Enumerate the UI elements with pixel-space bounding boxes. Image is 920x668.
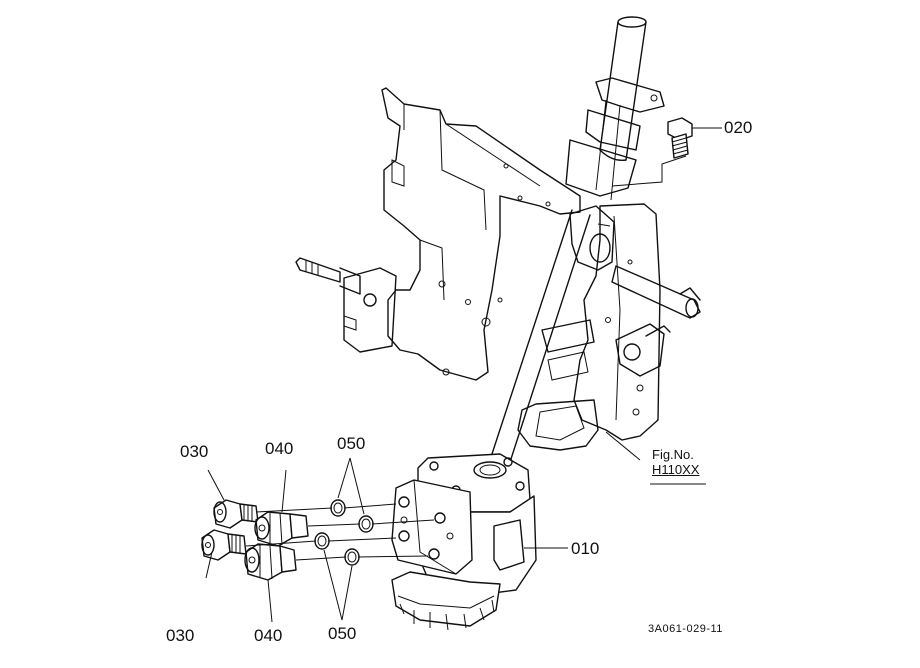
main-frame-plate: [381, 87, 581, 381]
pedal-rod: [611, 265, 701, 319]
callout-050-bottom: 050: [328, 624, 357, 643]
callout-leaders: [205, 127, 722, 623]
callout-040-bottom: 040: [254, 626, 283, 645]
fitting-030-top: [213, 499, 259, 529]
o-rings-050: [314, 499, 374, 566]
callout-010: 010: [571, 539, 600, 558]
lower-tie-bar: [517, 319, 599, 451]
callout-050-top: 050: [337, 434, 366, 453]
column-clamp: [569, 205, 615, 271]
figure-reference-label: Fig.No.: [652, 447, 694, 462]
figure-reference: Fig.No. H110XX: [652, 447, 700, 478]
callout-030-bottom: 030: [166, 626, 195, 645]
fitting-040-top: [254, 511, 309, 547]
bolt-020: [667, 117, 693, 159]
document-number: 3A061-029-11: [648, 623, 723, 635]
assembly-axis-lines: [245, 503, 435, 561]
callout-020: 020: [724, 118, 753, 137]
right-frame-plate: [573, 203, 661, 441]
fitting-040-bottom: [244, 543, 297, 581]
left-bracket: [343, 267, 397, 353]
axle-shaft: [295, 257, 361, 295]
steering-unit-010: [391, 453, 537, 631]
callout-040-top: 040: [265, 439, 294, 458]
column-upper-bracket: [565, 77, 665, 197]
fitting-030-bottom: [201, 529, 247, 561]
figure-reference-code: H110XX: [652, 461, 700, 477]
steering-column: [489, 16, 647, 463]
callout-030-top: 030: [180, 442, 209, 461]
right-lever: [615, 323, 671, 377]
